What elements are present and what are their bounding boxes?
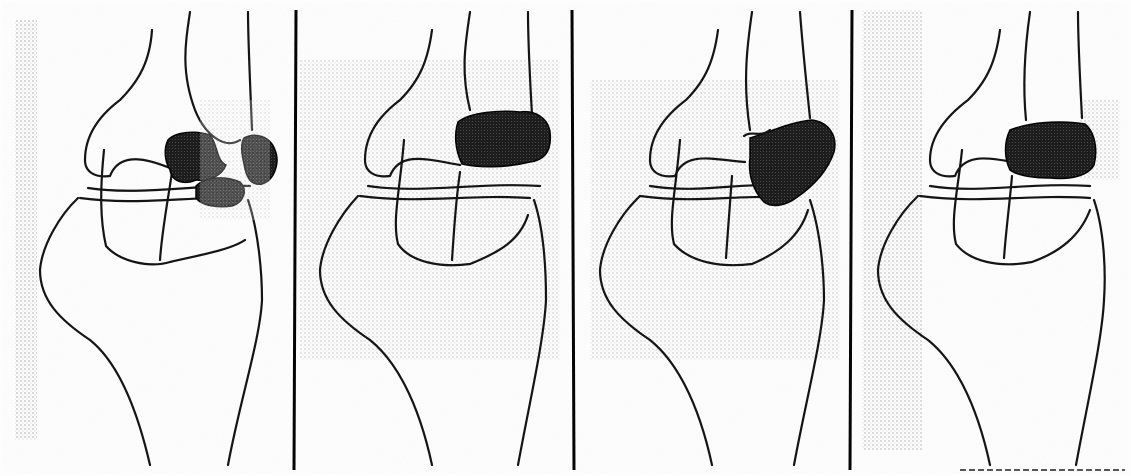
scan-grain-overlay <box>3 3 1128 473</box>
